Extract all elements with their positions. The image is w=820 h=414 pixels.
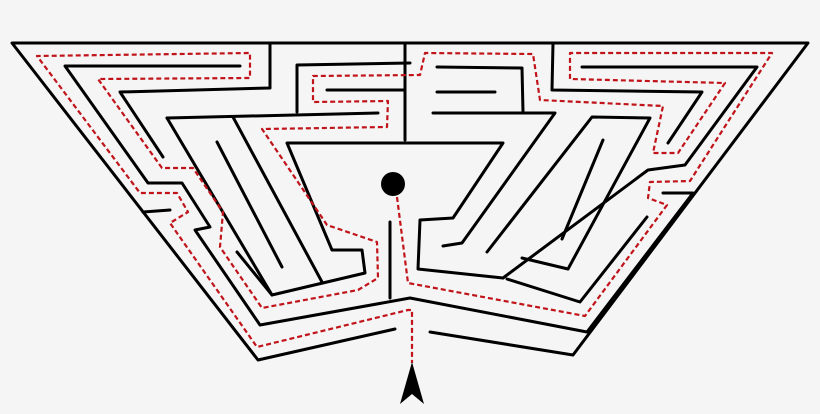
- maze-wall: [501, 65, 759, 280]
- maze-wall: [235, 141, 505, 297]
- maze-wall: [141, 208, 172, 214]
- maze-wall: [63, 64, 695, 334]
- maze-wall: [165, 111, 380, 120]
- maze-wall: [118, 42, 272, 159]
- maze-wall: [215, 140, 284, 269]
- maze-wall: [435, 65, 525, 114]
- maze-wall: [550, 41, 704, 145]
- entrance-arrow-icon: [400, 362, 424, 404]
- maze-wall: [505, 215, 649, 304]
- maze-wall: [231, 115, 324, 284]
- goal-marker-icon: [381, 172, 405, 196]
- maze-walls: [10, 41, 810, 362]
- maze-wall: [431, 111, 557, 248]
- maze-outer-wall: [10, 41, 810, 362]
- maze-wall: [560, 138, 605, 241]
- maze-wall: [485, 115, 652, 271]
- maze-wall: [295, 61, 412, 114]
- solution-path: [35, 51, 774, 363]
